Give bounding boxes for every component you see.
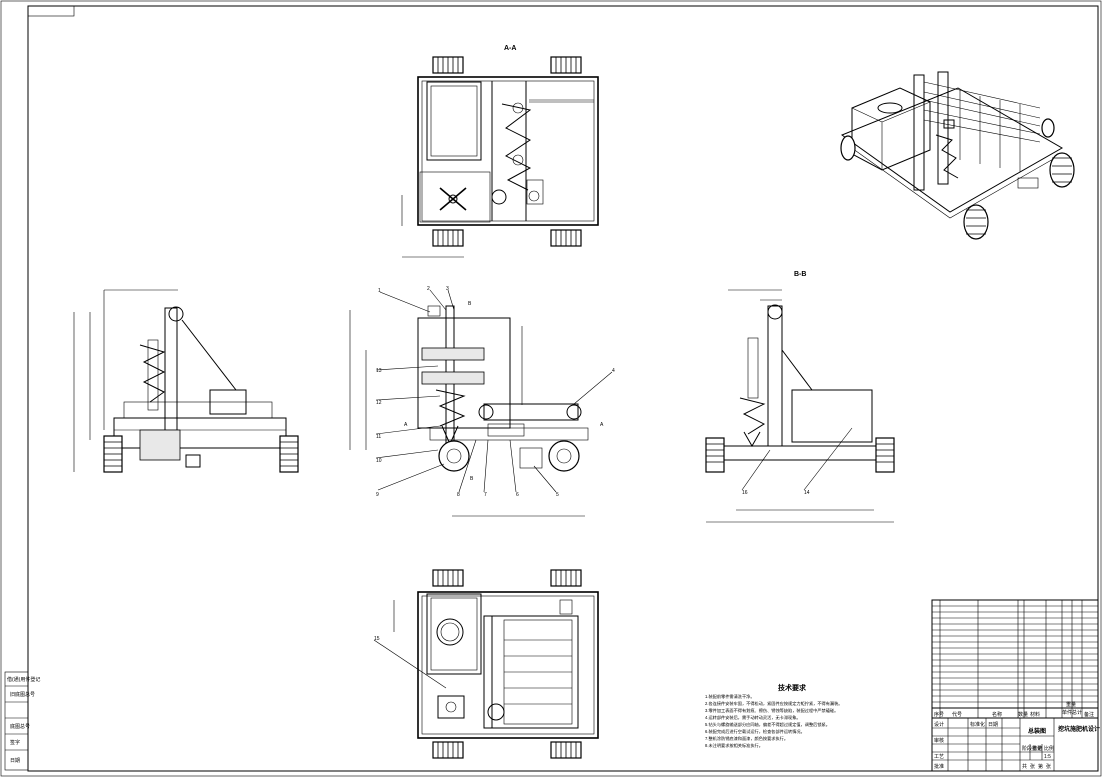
header-col-0: 序号 bbox=[934, 711, 944, 718]
note-line-1: 1.装配前零件需清洗干净。 bbox=[705, 693, 755, 700]
tb-label-sheet-no: 第 bbox=[1038, 763, 1043, 770]
front-view: 1 2 3 4 5 6 7 8 9 10 11 12 13 A A B B bbox=[349, 286, 615, 517]
callout-5: 5 bbox=[556, 492, 559, 498]
section-label-bb: B-B bbox=[794, 271, 806, 278]
callout-13: 13 bbox=[376, 368, 382, 374]
note-line-7: 7.整机涂防锈底漆和面漆，颜色按要求执行。 bbox=[705, 735, 788, 742]
strip-label-4: 日期 bbox=[10, 758, 20, 764]
isometric-view bbox=[840, 71, 1075, 240]
strip-label-1: 旧底图总号 bbox=[10, 691, 35, 698]
technical-notes: 技术要求 1.装配前零件需清洗干净。 2.各连接件安装牢固，不得松动，紧固件应按… bbox=[705, 683, 843, 749]
callout-15: 15 bbox=[374, 636, 380, 642]
bottom-view: 15 bbox=[373, 569, 599, 759]
note-line-3: 3.零件加工表面不得有划痕、擦伤、锈蚀等缺陷，装配过程中严禁磕碰。 bbox=[705, 707, 838, 714]
tb-label-sheet: 张 bbox=[1046, 763, 1051, 770]
notes-title: 技术要求 bbox=[778, 683, 807, 692]
section-label-aa: A-A bbox=[504, 45, 516, 52]
callout-8: 8 bbox=[457, 492, 460, 498]
tb-label-process: 工艺 bbox=[934, 754, 944, 760]
tb-label-standard: 标准化 bbox=[970, 721, 985, 728]
callout-6: 6 bbox=[516, 492, 519, 498]
callout-7: 7 bbox=[484, 492, 487, 498]
header-col-3: 数量 bbox=[1018, 711, 1028, 718]
tb-label-scale: 比例 bbox=[1044, 745, 1054, 752]
tb-label-sheets: 张 bbox=[1030, 763, 1035, 770]
note-line-2: 2.各连接件安装牢固，不得松动，紧固件应按规定力矩拧紧，不得有漏装。 bbox=[705, 700, 843, 707]
section-view-bb: B-B 16 14 bbox=[705, 271, 895, 523]
callout-1: 1 bbox=[378, 288, 381, 294]
tb-scale-value: 1:5 bbox=[1044, 754, 1051, 760]
company-name: 挖坑施肥机设计 bbox=[1058, 725, 1100, 733]
header-col-5: 单件 bbox=[1062, 709, 1072, 716]
callout-9: 9 bbox=[376, 492, 379, 498]
tb-label-weight: 重量 bbox=[1032, 745, 1042, 752]
left-strip: 借(通)用件登记 旧底图总号 底图总号 签字 日期 bbox=[4, 671, 40, 771]
tb-label-approve: 批准 bbox=[934, 763, 944, 770]
top-view-aa: A-A bbox=[401, 45, 599, 258]
header-col-2: 名称 bbox=[992, 711, 1002, 718]
callout-10: 10 bbox=[376, 458, 382, 464]
drawing-name: 总装图 bbox=[1028, 727, 1046, 735]
tb-label-stage: 阶段标记 bbox=[1022, 745, 1042, 752]
header-col-7: 重量 bbox=[1066, 701, 1076, 708]
callout-12: 12 bbox=[376, 400, 382, 406]
callout-2: 2 bbox=[427, 286, 430, 292]
callout-3: 3 bbox=[446, 286, 449, 292]
tb-label-review: 审核 bbox=[934, 737, 944, 744]
callout-11: 11 bbox=[376, 434, 381, 440]
tb-label-design: 设计 bbox=[934, 721, 944, 728]
header-col-1: 代号 bbox=[952, 711, 962, 718]
cut-mark-b-bottom: B bbox=[470, 476, 474, 482]
callout-4: 4 bbox=[612, 368, 615, 374]
callout-16: 16 bbox=[742, 490, 748, 496]
title-block: 序号 代号 名称 数量 材料 单件 总计 重量 备注 总装图 挖坑施肥机设计 设… bbox=[931, 599, 1100, 772]
strip-label-3: 签字 bbox=[10, 739, 20, 746]
cut-mark-b-top: B bbox=[468, 301, 472, 307]
left-side-view bbox=[73, 289, 299, 473]
cut-mark-a-right: A bbox=[600, 422, 604, 428]
header-col-6: 总计 bbox=[1072, 709, 1082, 716]
corner-tag-box bbox=[27, 5, 75, 17]
callout-14: 14 bbox=[804, 490, 810, 496]
inner-frame bbox=[27, 5, 1099, 772]
tb-label-date: 日期 bbox=[988, 722, 998, 728]
cut-mark-a-left: A bbox=[404, 422, 408, 428]
header-col-4: 材料 bbox=[1030, 711, 1040, 718]
note-line-8: 8.未注明要求按相关标准执行。 bbox=[705, 742, 763, 749]
note-line-5: 5.钻头与螺旋输送部分应同轴，偏差不得超过规定值，调整后锁紧。 bbox=[705, 721, 830, 728]
note-line-4: 4.运转部件安装后，需手动转动灵活，无卡滞现象。 bbox=[705, 714, 801, 721]
strip-label-0: 借(通)用件登记 bbox=[7, 676, 40, 683]
header-col-8: 备注 bbox=[1084, 711, 1094, 718]
note-line-6: 6.装配完成后进行空载试运行，检查各部件运转情况。 bbox=[705, 728, 805, 735]
tb-label-total: 共 bbox=[1022, 763, 1027, 770]
strip-label-2: 底图总号 bbox=[10, 723, 30, 730]
